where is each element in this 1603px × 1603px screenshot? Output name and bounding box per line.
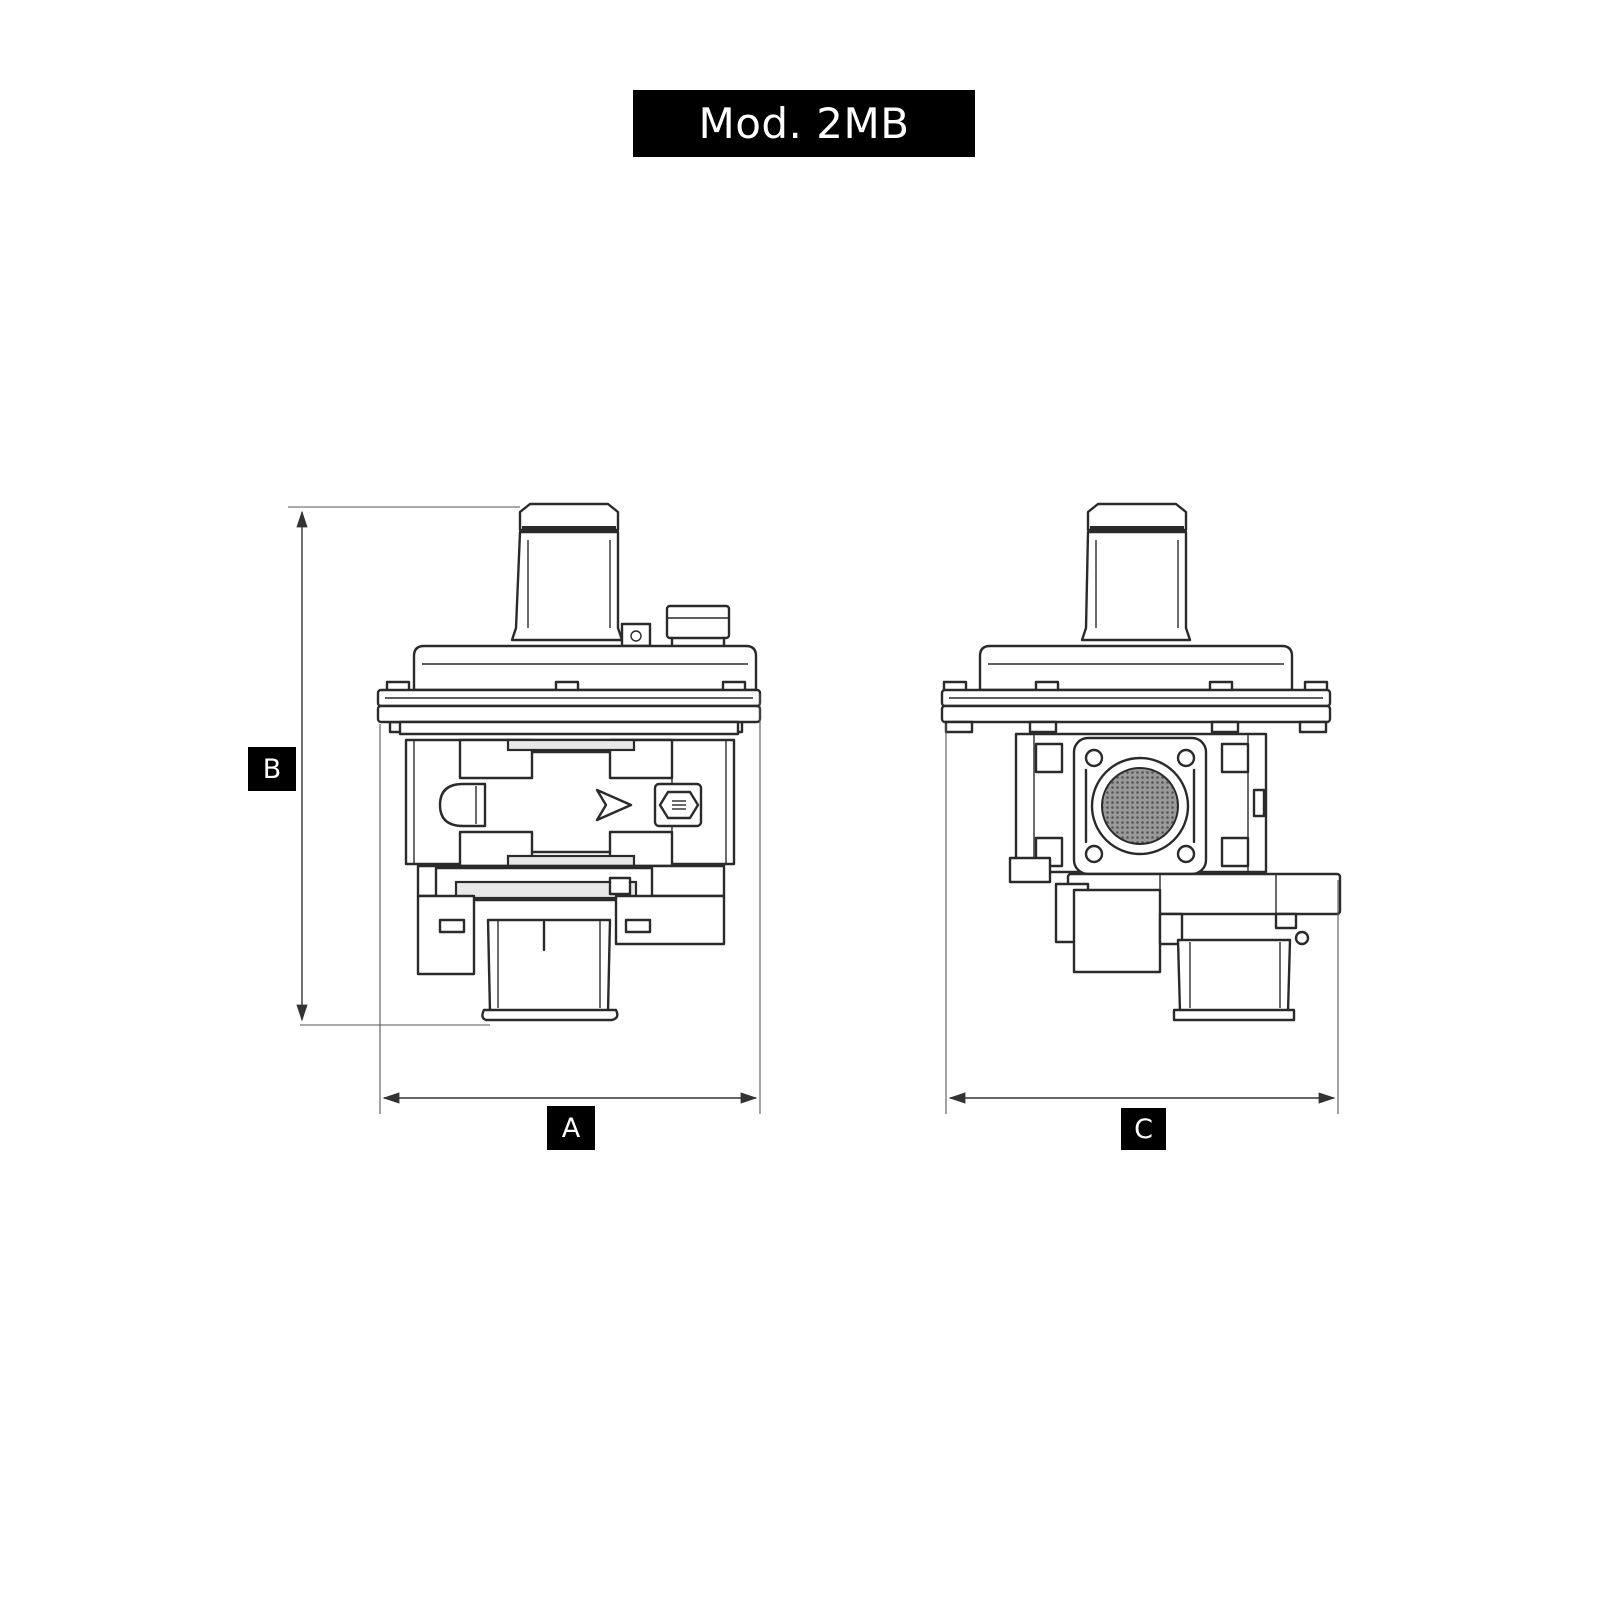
- model-title: Mod. 2MB: [633, 90, 975, 157]
- dimension-label-c: C: [1121, 1108, 1166, 1150]
- front-outlet: [486, 918, 612, 1014]
- front-spring-housing: [510, 502, 731, 650]
- side-outlet: [1176, 938, 1292, 1014]
- dimension-label-b: B: [248, 747, 296, 791]
- side-spring-housing: [1080, 530, 1192, 642]
- side-inlet-mesh: [1101, 767, 1179, 845]
- dimension-b: [288, 506, 520, 1026]
- side-diaphragm-cover: [978, 644, 1294, 692]
- dimension-c: [945, 724, 1339, 1114]
- dimension-label-a: A: [547, 1106, 595, 1150]
- dimension-a: [379, 694, 761, 1114]
- side-view: [940, 502, 1342, 1022]
- front-view: [376, 502, 762, 1022]
- front-diaphragm-cover: [412, 644, 758, 692]
- front-lower-flange: [376, 704, 762, 724]
